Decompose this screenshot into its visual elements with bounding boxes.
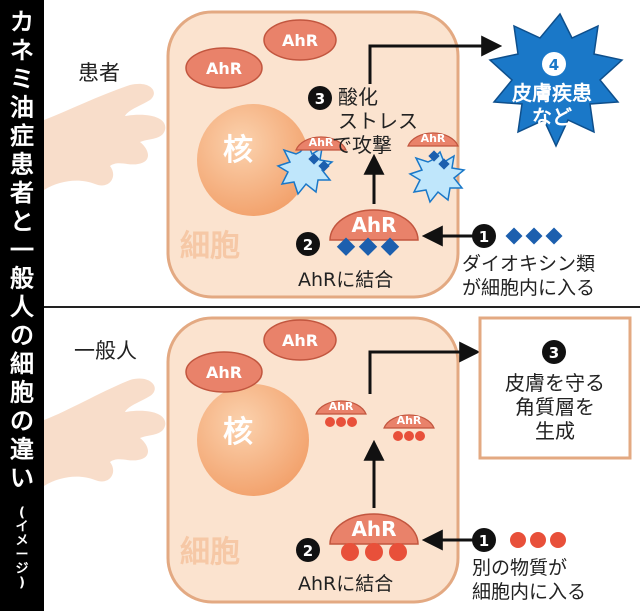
patient-step1-badge: 1: [472, 224, 496, 248]
svg-text:AhR: AhR: [206, 59, 242, 78]
patient-ahr-free-1: AhR: [263, 19, 337, 61]
patient-ahr-bound: AhR: [329, 209, 419, 256]
svg-text:1: 1: [479, 228, 489, 246]
patient-dioxin-icon: [505, 227, 563, 245]
general-step3-line1: 皮膚を守る: [505, 371, 605, 395]
patient-ahr-attack-left: AhR: [276, 136, 347, 196]
svg-text:3: 3: [315, 90, 325, 108]
patient-nucleus-label: 核: [223, 133, 253, 168]
patient-step4-line2: など: [532, 105, 572, 129]
svg-text:AhR: AhR: [351, 517, 396, 541]
side-title-char: ネ: [10, 37, 34, 65]
svg-text:1: 1: [479, 532, 489, 550]
svg-text:AhR: AhR: [309, 136, 334, 149]
patient-cell-label: 細胞: [180, 229, 240, 264]
general-step1-line2: 細胞内に入る: [472, 581, 586, 603]
side-title-char: 胞: [10, 379, 34, 407]
side-title-char: 症: [10, 122, 34, 150]
patient-step1-line1: ダイオキシン類: [462, 253, 595, 275]
patient-arrow-to-result: [368, 35, 503, 84]
general-cell-label: 細胞: [180, 535, 240, 570]
side-title-char: 違: [10, 436, 34, 464]
svg-text:AhR: AhR: [329, 400, 354, 413]
side-title-char: カ: [10, 8, 34, 36]
svg-text:AhR: AhR: [421, 132, 446, 145]
patient-result-star: [488, 12, 624, 148]
patient-step4-line1: 皮膚疾患: [512, 81, 592, 105]
side-title-char: 般: [10, 265, 34, 293]
svg-text:2: 2: [303, 236, 313, 254]
patient-step2-text: AhRに結合: [298, 269, 393, 291]
patient-step3-line2: ストレス: [338, 109, 418, 133]
patient-label: 患者: [78, 61, 120, 85]
side-title-char: 人: [10, 293, 34, 321]
side-note-char: (: [19, 506, 25, 521]
general-step1-badge: 1: [472, 528, 496, 552]
general-ahr-small-left: AhR: [315, 400, 367, 427]
patient-step3-badge: 3: [308, 86, 332, 110]
side-title-char: 者: [10, 179, 34, 207]
patient-step3-line3: で攻撃: [332, 133, 392, 157]
general-ahr-free-1: AhR: [263, 319, 337, 361]
general-step2-badge: 2: [296, 538, 320, 562]
patient-ahr-free-2: AhR: [185, 47, 263, 89]
general-ahr-free-2: AhR: [185, 351, 263, 393]
patient-step4-badge: 4: [542, 52, 566, 76]
general-arrow-to-result: [368, 341, 481, 394]
svg-text:AhR: AhR: [397, 414, 422, 427]
side-title-char: と: [10, 208, 34, 236]
patient-ahr-attack-right: AhR: [407, 132, 466, 204]
general-nucleus-label: 核: [223, 415, 253, 450]
svg-text:2: 2: [303, 542, 313, 560]
general-label: 一般人: [74, 339, 137, 363]
general-step3-line3: 生成: [535, 419, 575, 443]
general-ahr-bound: AhR: [329, 513, 419, 561]
side-title-char: の: [10, 407, 34, 435]
hand-icon-bottom: [44, 378, 166, 486]
side-title-char: の: [10, 322, 34, 350]
svg-text:AhR: AhR: [351, 213, 396, 237]
side-note-char: ー: [15, 548, 28, 563]
general-ahr-small-right: AhR: [383, 414, 435, 441]
patient-nucleus: [197, 104, 309, 216]
svg-text:3: 3: [549, 344, 559, 362]
svg-text:AhR: AhR: [206, 363, 242, 382]
side-title-char: 患: [10, 151, 34, 179]
side-note-char: メ: [15, 534, 28, 549]
general-substance-icon: [510, 532, 566, 548]
svg-text:4: 4: [549, 56, 559, 74]
side-title-char: ミ: [10, 65, 34, 93]
side-title-char: 細: [10, 350, 34, 378]
side-note-char: イ: [15, 520, 28, 535]
side-title-char: い: [10, 464, 34, 492]
general-step3-line2: 角質層を: [515, 395, 595, 419]
hand-icon-top: [44, 83, 166, 190]
side-title-char: 一: [10, 236, 34, 264]
svg-text:AhR: AhR: [282, 331, 318, 350]
general-step2-text: AhRに結合: [298, 573, 393, 595]
patient-step3-line1: 酸化: [338, 85, 378, 109]
side-note-char: ): [19, 576, 25, 591]
side-title-bar: [0, 0, 44, 611]
side-note-char: ジ: [15, 562, 28, 577]
side-title-char: 油: [10, 94, 34, 122]
general-step1-line1: 別の物質が: [472, 557, 567, 579]
patient-step1-line2: が細胞内に入る: [462, 277, 595, 299]
general-step3-badge: 3: [542, 340, 566, 364]
svg-text:AhR: AhR: [282, 31, 318, 50]
general-nucleus: [197, 384, 309, 496]
patient-step2-badge: 2: [296, 232, 320, 256]
